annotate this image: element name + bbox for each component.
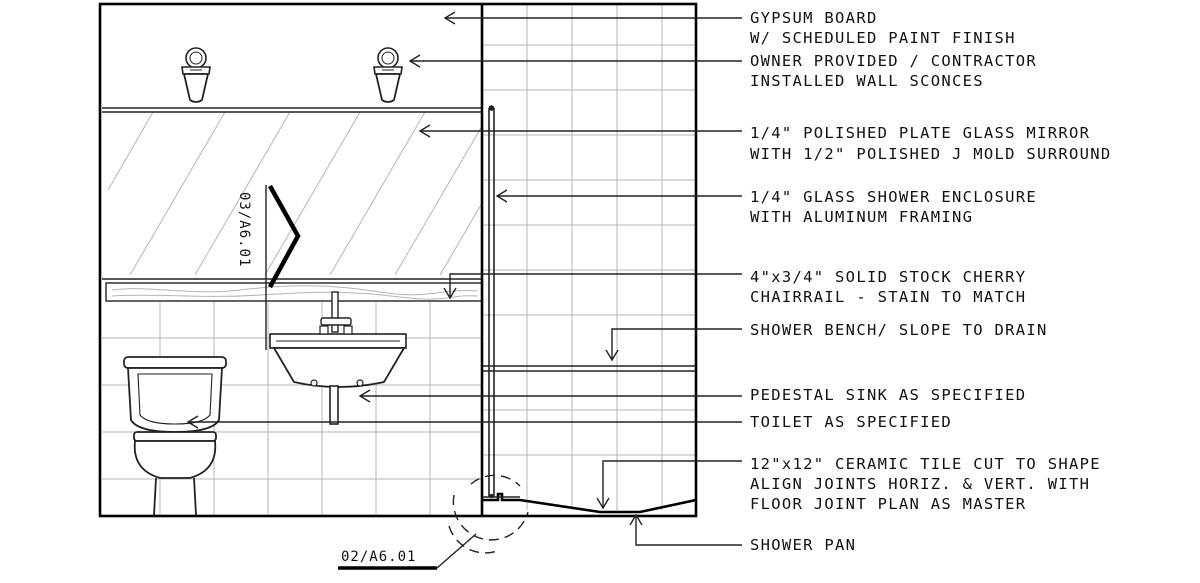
wall-sconce-left (181, 47, 211, 103)
toilet-note: TOILET AS SPECIFIED (750, 413, 952, 431)
bench-note: SHOWER BENCH/ SLOPE TO DRAIN (750, 321, 1048, 339)
section-tag: 03/A6.01 (236, 192, 252, 267)
toilet (123, 356, 227, 516)
annotations: GYPSUM BOARD W/ SCHEDULED PAINT FINISH O… (750, 9, 1112, 554)
shower-glass-note: 1/4" GLASS SHOWER ENCLOSURE WITH ALUMINU… (750, 188, 1048, 226)
detail-tag: 02/A6.01 (341, 549, 416, 565)
wall-sconce-right (373, 47, 403, 103)
gypsum-note: GYPSUM BOARD W/ SCHEDULED PAINT FINISH (750, 9, 1016, 47)
glass-shower-enclosure (488, 105, 495, 499)
shower-pan-floor (482, 492, 697, 514)
pedestal-sink (269, 291, 407, 425)
leader-lines (186, 11, 742, 546)
shower-bench (483, 365, 696, 372)
shower-pan-note: SHOWER PAN (750, 536, 856, 554)
wall-outline (98, 2, 698, 518)
shower-wall-tile-grid (483, 5, 695, 510)
mirror-note: 1/4" POLISHED PLATE GLASS MIRROR WITH 1/… (750, 124, 1111, 163)
mirror (102, 107, 483, 280)
chairrail (105, 282, 483, 302)
sink-note: PEDESTAL SINK AS SPECIFIED (750, 386, 1026, 404)
section-marker-03: 03/A6.01 (236, 184, 301, 350)
tile-note: 12"x12" CERAMIC TILE CUT TO SHAPE ALIGN … (750, 455, 1112, 513)
detail-callout-02: 02/A6.01 (338, 474, 529, 570)
chairrail-note: 4"x3/4" SOLID STOCK CHERRY CHAIRRAIL - S… (750, 268, 1037, 306)
sconce-note: OWNER PROVIDED / CONTRACTOR INSTALLED WA… (750, 52, 1048, 90)
